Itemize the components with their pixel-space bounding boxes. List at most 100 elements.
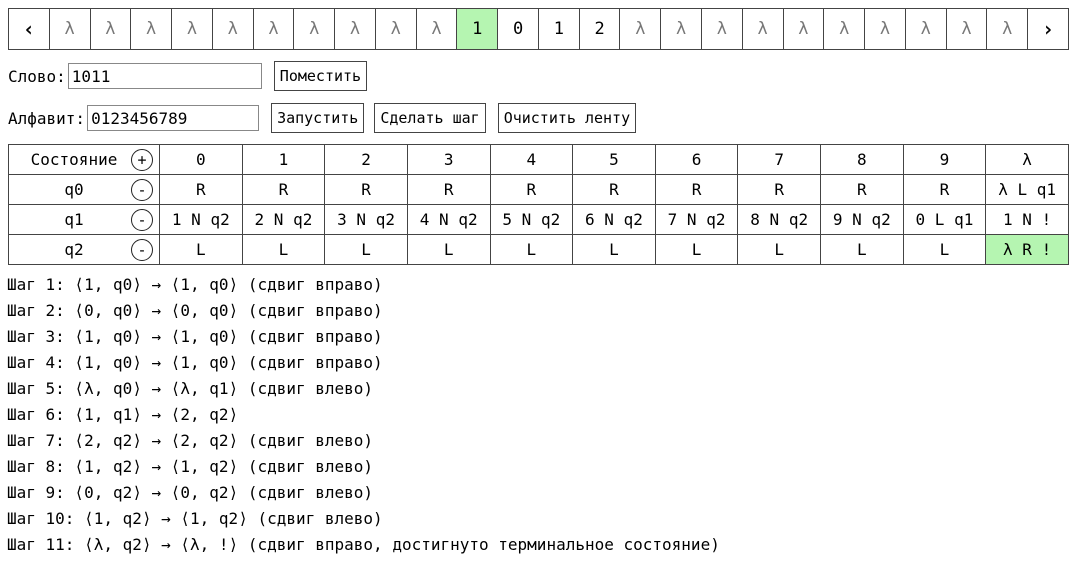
tape-cell[interactable]: λ bbox=[620, 9, 662, 49]
transition-cell[interactable]: L bbox=[406, 234, 491, 265]
step-button[interactable]: Сделать шаг bbox=[374, 103, 486, 133]
symbol-header-cell: 9 bbox=[902, 144, 987, 175]
tape-cell[interactable]: λ bbox=[131, 9, 173, 49]
tape-next-button[interactable]: › bbox=[1042, 17, 1055, 41]
log-entry: Шаг 8: ⟨1, q2⟩ → ⟨1, q2⟩ (сдвиг влево) bbox=[7, 457, 374, 476]
transition-cell[interactable]: 0 L q1 bbox=[902, 204, 987, 235]
symbol-header-cell: 7 bbox=[737, 144, 821, 175]
transition-cell[interactable]: R bbox=[572, 174, 656, 205]
transition-cell[interactable]: R bbox=[241, 174, 326, 205]
tape-cell[interactable]: λ bbox=[376, 9, 417, 49]
transition-cell[interactable]: 1 N q2 bbox=[159, 204, 243, 235]
transition-cell[interactable]: L bbox=[489, 234, 574, 265]
transition-cell[interactable]: 1 N ! bbox=[985, 204, 1069, 235]
transition-cell[interactable]: 7 N q2 bbox=[654, 204, 739, 235]
tape-cell[interactable]: λ bbox=[91, 9, 132, 49]
tape-cell[interactable]: λ bbox=[417, 9, 458, 49]
transition-cell[interactable]: R bbox=[324, 174, 408, 205]
run-button[interactable]: Запустить bbox=[271, 103, 365, 133]
tape-cell[interactable]: λ bbox=[824, 9, 866, 49]
word-row: Слово: 1011 Поместить bbox=[8, 61, 368, 91]
transition-cell[interactable]: R bbox=[406, 174, 491, 205]
tape-cell[interactable]: 0 bbox=[498, 9, 539, 49]
transition-cell[interactable]: L bbox=[820, 234, 904, 265]
transition-cell[interactable]: L bbox=[572, 234, 656, 265]
transition-cell[interactable]: λ L q1 bbox=[985, 174, 1069, 205]
tape-cell[interactable]: λ bbox=[294, 9, 336, 49]
state-header-label: Состояние bbox=[30, 150, 118, 169]
transition-cell[interactable]: L bbox=[324, 234, 408, 265]
log-entry: Шаг 1: ⟨1, q0⟩ → ⟨1, q0⟩ (сдвиг вправо) bbox=[7, 275, 383, 294]
transition-cell[interactable]: 2 N q2 bbox=[241, 204, 326, 235]
tape-cell[interactable]: λ bbox=[661, 9, 703, 49]
remove-state-button[interactable]: - bbox=[131, 238, 153, 261]
transition-cell[interactable]: 3 N q2 bbox=[324, 204, 408, 235]
tape-cell[interactable]: 2 bbox=[580, 9, 621, 49]
tape-prev-button[interactable]: ‹ bbox=[9, 9, 50, 49]
word-label: Слово: bbox=[8, 66, 66, 86]
transition-cell[interactable]: L bbox=[654, 234, 739, 265]
tape-cell[interactable]: λ bbox=[743, 9, 784, 49]
alphabet-input[interactable]: 0123456789 bbox=[87, 105, 260, 131]
tape-cell[interactable]: λ bbox=[50, 9, 91, 49]
tape-cell[interactable]: λ bbox=[947, 9, 988, 49]
transition-cell[interactable]: L bbox=[241, 234, 326, 265]
transition-cell[interactable]: 9 N q2 bbox=[820, 204, 904, 235]
transition-cell[interactable]: L bbox=[902, 234, 987, 265]
transition-cell[interactable]: L bbox=[159, 234, 243, 265]
tape-cell[interactable]: λ bbox=[172, 9, 213, 49]
tape-cell[interactable]: 1 bbox=[539, 9, 580, 49]
add-state-button[interactable]: + bbox=[131, 148, 153, 171]
transition-cell[interactable]: R bbox=[902, 174, 987, 205]
log-entry: Шаг 4: ⟨1, q0⟩ → ⟨1, q0⟩ (сдвиг вправо) bbox=[7, 353, 383, 372]
step-log: Шаг 1: ⟨1, q0⟩ → ⟨1, q0⟩ (сдвиг вправо) Ш… bbox=[7, 272, 720, 558]
alphabet-label: Алфавит: bbox=[8, 108, 86, 128]
state-name: q0 bbox=[64, 180, 84, 199]
log-entry: Шаг 2: ⟨0, q0⟩ → ⟨0, q0⟩ (сдвиг вправо) bbox=[7, 301, 383, 320]
tape-cell[interactable]: λ bbox=[906, 9, 947, 49]
state-name-cell: q1- bbox=[8, 204, 160, 235]
tape-cell[interactable]: λ bbox=[213, 9, 254, 49]
transition-cell[interactable]: 5 N q2 bbox=[489, 204, 574, 235]
state-name-cell: q0 - bbox=[8, 174, 160, 205]
log-entry: Шаг 9: ⟨0, q2⟩ → ⟨0, q2⟩ (сдвиг влево) bbox=[7, 483, 374, 502]
symbol-header-cell: λ bbox=[985, 144, 1069, 175]
transition-cell[interactable]: 6 N q2 bbox=[572, 204, 656, 235]
transition-cell[interactable]: R bbox=[654, 174, 739, 205]
transition-cell[interactable]: R bbox=[737, 174, 821, 205]
transition-cell[interactable]: L bbox=[737, 234, 821, 265]
symbol-header-cell: 1 bbox=[241, 144, 326, 175]
log-entry: Шаг 3: ⟨1, q0⟩ → ⟨1, q0⟩ (сдвиг вправо) bbox=[7, 327, 383, 346]
transition-cell[interactable]: 4 N q2 bbox=[406, 204, 491, 235]
log-entry: Шаг 7: ⟨2, q2⟩ → ⟨2, q2⟩ (сдвиг влево) bbox=[7, 431, 374, 450]
tape-cell[interactable]: λ bbox=[865, 9, 906, 49]
place-button[interactable]: Поместить bbox=[273, 61, 368, 91]
transition-cell[interactable]: R bbox=[159, 174, 243, 205]
state-name: q2 bbox=[64, 240, 84, 259]
transition-cell[interactable]: λ R ! bbox=[985, 234, 1069, 265]
tape-cell[interactable]: λ bbox=[254, 9, 295, 49]
clear-tape-button[interactable]: Очистить ленту bbox=[497, 103, 637, 133]
remove-state-button[interactable]: - bbox=[131, 178, 153, 201]
tape-cell[interactable]: 1 bbox=[457, 9, 499, 49]
transition-cell[interactable]: R bbox=[820, 174, 904, 205]
remove-state-button[interactable]: - bbox=[131, 208, 153, 231]
symbol-header-cell: 5 bbox=[572, 144, 656, 175]
tape-cell[interactable]: λ bbox=[784, 9, 825, 49]
alphabet-row: Алфавит: 0123456789 Запустить Сделать ша… bbox=[8, 103, 637, 133]
symbol-header-cell: 4 bbox=[489, 144, 574, 175]
log-entry: Шаг 5: ⟨λ, q0⟩ → ⟨λ, q1⟩ (сдвиг влево) bbox=[7, 379, 374, 398]
symbol-header-cell: 0 bbox=[159, 144, 243, 175]
symbol-header-cell: 3 bbox=[406, 144, 491, 175]
tape-cell[interactable]: λ bbox=[335, 9, 376, 49]
log-entry: Шаг 10: ⟨1, q2⟩ → ⟨1, q2⟩ (сдвиг влево) bbox=[7, 509, 383, 528]
word-input[interactable]: 1011 bbox=[67, 63, 262, 89]
transition-cell[interactable]: R bbox=[489, 174, 574, 205]
transition-cell[interactable]: 8 N q2 bbox=[737, 204, 821, 235]
tape-cell[interactable]: λ bbox=[987, 9, 1029, 49]
tape-cell[interactable]: λ bbox=[702, 9, 743, 49]
